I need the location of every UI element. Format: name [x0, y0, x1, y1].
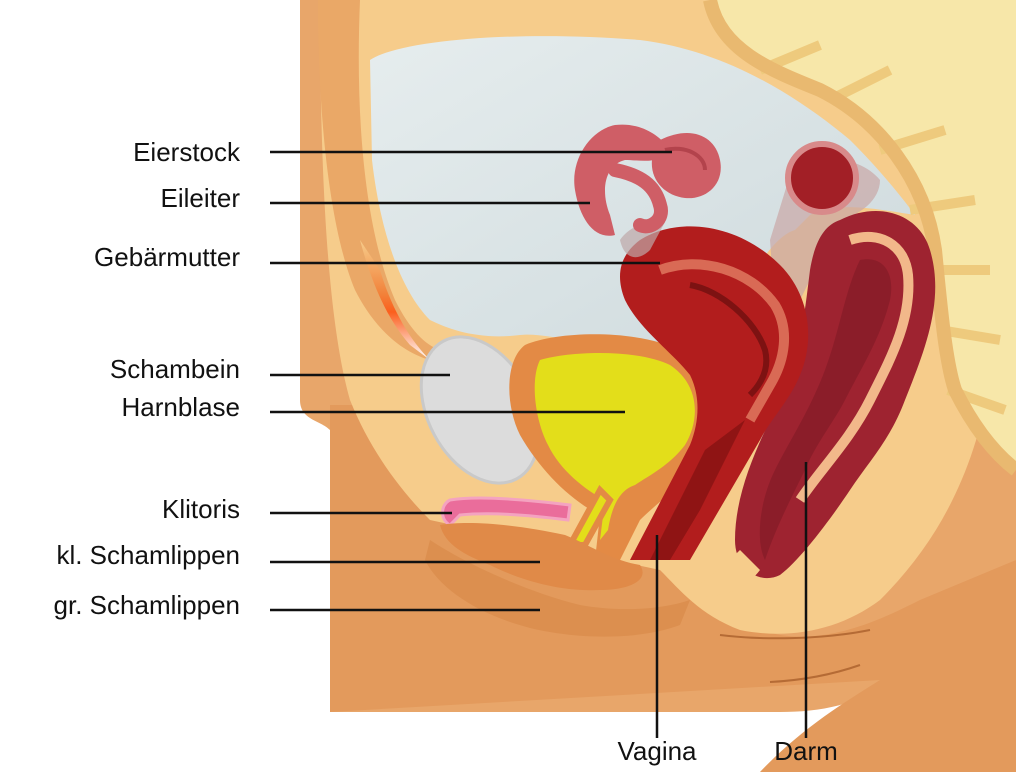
label-klitoris: Klitoris	[162, 494, 240, 524]
sigmoid-colon-section	[788, 144, 856, 212]
label-eierstock: Eierstock	[133, 137, 241, 167]
label-harnblase: Harnblase	[121, 392, 240, 422]
label-gebaermutter: Gebärmutter	[94, 242, 240, 272]
label-vagina: Vagina	[617, 736, 697, 766]
label-schambein: Schambein	[110, 354, 240, 384]
label-darm: Darm	[774, 736, 838, 766]
label-kl-schamlippen: kl. Schamlippen	[56, 540, 240, 570]
label-eileiter: Eileiter	[161, 183, 241, 213]
label-gr-schamlippen: gr. Schamlippen	[54, 590, 240, 620]
